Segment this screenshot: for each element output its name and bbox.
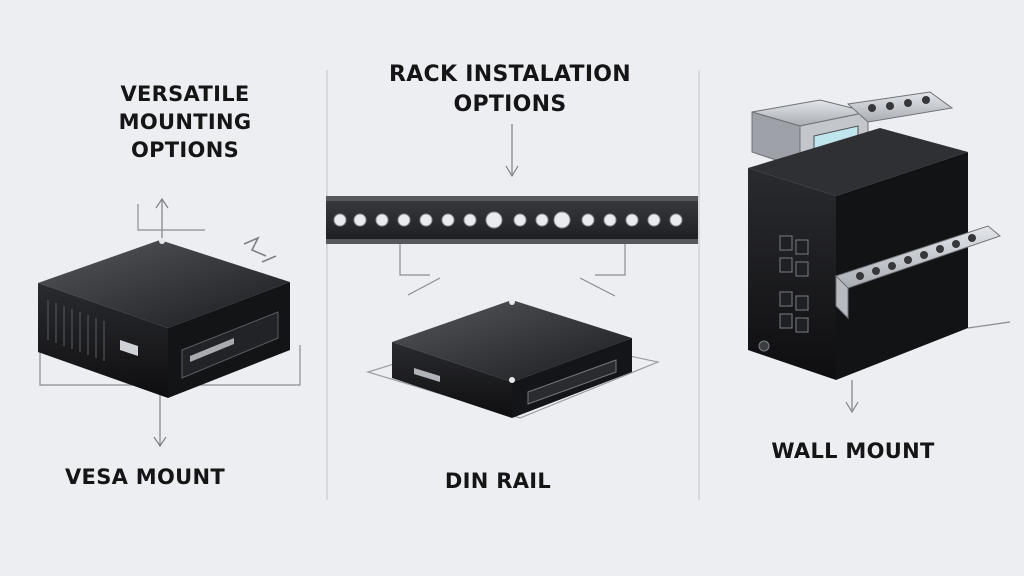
wall-arrow-down-icon <box>845 401 859 414</box>
wall-mount-illustration <box>748 91 1011 414</box>
label-vesa-mount: VESA MOUNT <box>65 465 225 489</box>
wall-tower-knob <box>758 340 770 352</box>
wall-top-bracket-holes <box>868 96 930 112</box>
wall-top-bracket <box>846 91 954 123</box>
din-rail-illustration <box>326 124 698 419</box>
heading-rack-installation-options: RACK INSTALATION OPTIONS <box>380 60 640 120</box>
vesa-motion-arrows-icon <box>243 236 277 263</box>
vesa-arrow-down-icon <box>153 436 167 448</box>
din-mount-point <box>509 299 515 305</box>
din-rail-holes <box>333 211 683 229</box>
wall-tower-ports <box>779 235 809 333</box>
din-rail-edge-top <box>326 196 698 201</box>
vesa-device-top <box>38 240 290 328</box>
label-wall-mount: WALL MOUNT <box>771 439 935 463</box>
heading-rack-line-1: RACK INSTALATION <box>388 62 632 87</box>
wall-guide-line <box>967 321 1011 329</box>
din-front-slot <box>527 359 617 405</box>
vesa-front-slot <box>190 338 234 362</box>
label-din-rail: DIN RAIL <box>444 469 552 493</box>
wall-lower-bracket-holes <box>856 234 976 280</box>
vesa-guide-corner <box>137 204 205 231</box>
wall-lower-bracket-lip <box>835 274 849 320</box>
wall-tower-left-side <box>748 168 836 380</box>
vesa-device-left-side <box>38 283 168 398</box>
heading-versatile-line-1: VERSATILE <box>120 82 250 106</box>
din-corner-point <box>509 377 515 383</box>
din-device-top <box>392 300 632 382</box>
divider-right <box>698 70 700 500</box>
wall-tower-top <box>748 128 968 196</box>
vesa-arrow-up-icon <box>155 197 169 209</box>
din-guide-right <box>595 244 626 276</box>
vesa-mount-point <box>159 238 165 244</box>
vesa-vent-slots <box>47 300 105 361</box>
vesa-mount-illustration <box>38 197 301 448</box>
heading-rack-line-2: OPTIONS <box>453 92 567 117</box>
heading-versatile-mounting-options: VERSATILE MOUNTING OPTIONS <box>110 80 260 164</box>
heading-versatile-line-3: OPTIONS <box>130 138 240 162</box>
din-arrow-down-icon <box>505 165 519 178</box>
divider-left <box>326 70 328 500</box>
vesa-side-port <box>120 340 138 356</box>
din-guide-left <box>399 244 430 276</box>
din-side-ports <box>414 368 440 382</box>
heading-versatile-line-2: MOUNTING <box>118 110 252 134</box>
din-rail-edge-bottom <box>326 239 698 244</box>
din-device-left-side <box>392 342 512 418</box>
din-guide-diagonals <box>407 277 616 297</box>
